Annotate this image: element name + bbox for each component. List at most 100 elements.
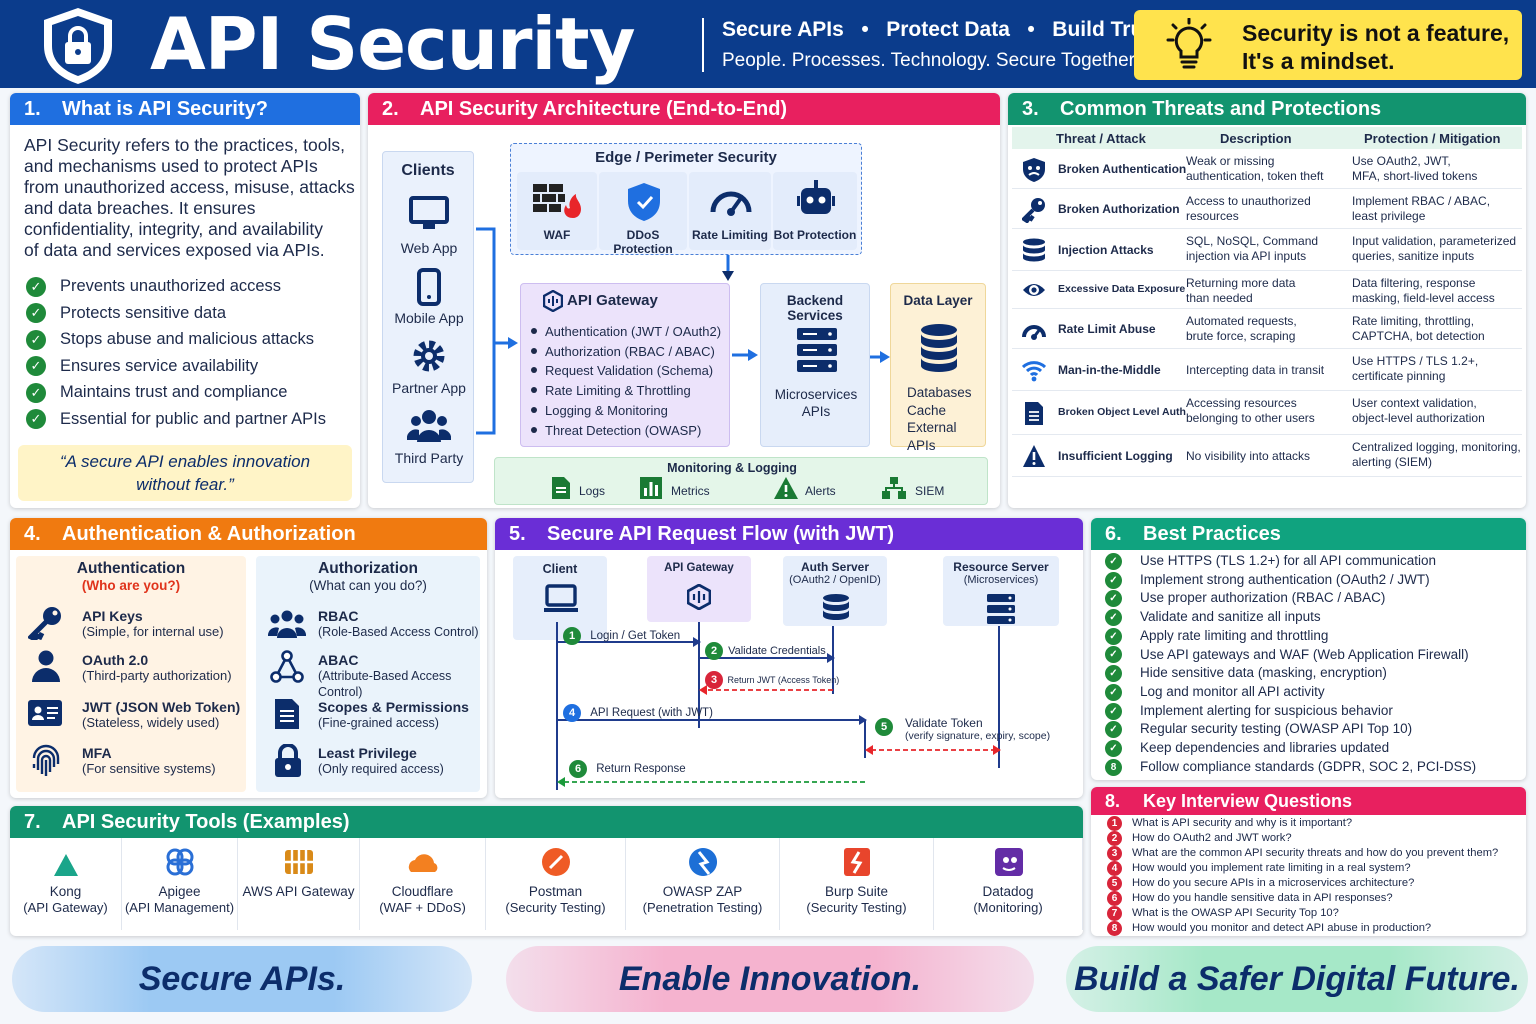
threat-mitigation: Use OAuth2, JWT, (1352, 154, 1451, 168)
threat-name: Man-in-the-Middle (1058, 363, 1161, 377)
list-item: ✓Use proper authorization (RBAC / ABAC) (1105, 589, 1476, 608)
step-label: Validate Token (905, 716, 983, 730)
actor-subtitle: (Microservices) (963, 574, 1039, 586)
check-icon (26, 409, 46, 430)
check-icon: ✓ (1105, 721, 1122, 739)
header-divider (702, 18, 704, 72)
section-threats: 3.Common Threats and Protections Threat … (1008, 93, 1526, 508)
tagline-part: Secure APIs (722, 18, 844, 41)
quote-line: “A secure API enables innovation (59, 452, 311, 471)
method-title: Scopes & Permissions (318, 699, 469, 715)
laptop-icon (544, 584, 578, 612)
threat-mitigation: least privilege (1352, 209, 1426, 223)
tagline-dot: • (1027, 18, 1035, 41)
quote-line: It's a mindset. (1242, 48, 1395, 74)
text-line: of data and services exposed via APIs. (24, 240, 325, 260)
number-badge: 6 (1107, 891, 1122, 906)
monitoring-title: Monitoring & Logging (667, 461, 797, 475)
tool-category: (Penetration Testing) (642, 900, 763, 915)
mindset-quote-box: Security is not a feature, It's a mindse… (1134, 10, 1522, 80)
document-icon (552, 477, 570, 499)
section-number: 6. (1105, 523, 1122, 545)
list-item: ✓Implement alerting for suspicious behav… (1105, 702, 1476, 721)
flow-step: 3 Return JWT (Access Token) (705, 671, 839, 689)
tool-category: (API Management) (124, 900, 235, 915)
section-header: 3.Common Threats and Protections (1008, 93, 1526, 125)
threat-description: Intercepting data in transit (1186, 363, 1325, 377)
gauge-icon (710, 191, 752, 216)
section-title: Common Threats and Protections (1060, 98, 1382, 120)
authorization-methods: RBAC(Role-Based Access Control) ABAC(Att… (318, 608, 487, 777)
number-badge: 7 (1107, 906, 1122, 921)
list-item: Rate Limiting & Throttling (527, 381, 721, 401)
backend-services-box: Backend Services Microservices APIs (760, 283, 870, 447)
edge-label: Rate Limiting (691, 228, 768, 242)
definition-text: API Security refers to the practices, to… (24, 135, 355, 261)
siem-network-icon (882, 477, 906, 499)
list-item-text: Rate Limiting & Throttling (545, 383, 691, 399)
list-item: Maintains trust and compliance (26, 379, 326, 406)
monitoring-label: SIEM (915, 484, 945, 498)
method-desc: (Third-party authorization) (82, 668, 232, 683)
data-layer-labels: Databases Cache External APIs (907, 384, 985, 454)
user-icon (32, 650, 60, 682)
threat-description: Weak or missing (1186, 154, 1275, 168)
threat-description: SQL, NoSQL, Command (1186, 234, 1319, 248)
database-icon (1023, 238, 1045, 262)
check-icon (26, 356, 46, 377)
section-header: 8.Key Interview Questions (1091, 787, 1526, 815)
step-badge: 4 (563, 704, 581, 722)
list-item: Essential for public and partner APIs (26, 406, 326, 433)
list-item: ✓Use API gateways and WAF (Web Applicati… (1105, 646, 1476, 665)
list-item-text: Ensures service availability (60, 356, 259, 375)
question-text: How do you handle sensitive data in API … (1132, 892, 1393, 904)
list-item: ABAC(Attribute-Based Access Control) (318, 652, 487, 699)
method-desc: (Attribute-Based Access Control) (318, 669, 452, 699)
backend-label: Microservices (774, 387, 858, 402)
number-badge: 5 (1107, 876, 1122, 891)
check-icon: ✓ (1105, 590, 1122, 608)
actor-client: Client (513, 556, 607, 640)
header-subtitle: People. Processes. Technology. Secure To… (722, 50, 1140, 71)
sequence-lines (556, 622, 1001, 790)
number-badge: 8 (1107, 921, 1122, 936)
threat-mitigation: Implement RBAC / ABAC, (1352, 194, 1491, 208)
actor-title: Resource Server (953, 560, 1049, 574)
client-label: Web App (400, 240, 458, 256)
list-item: MFA(For sensitive systems) (82, 745, 240, 777)
threat-name: Broken Authentication (1058, 162, 1187, 176)
section-number: 5. (509, 523, 526, 545)
flow-step: 1 Login / Get Token (563, 627, 680, 645)
actor-subtitle: (OAuth2 / OpenID) (789, 574, 881, 586)
step-label: Validate Credentials (728, 645, 826, 657)
id-card-icon (28, 700, 62, 726)
section-number: 8. (1105, 791, 1121, 811)
wifi-icon (1022, 361, 1046, 382)
innovation-quote: “A secure API enables innovation without… (18, 445, 352, 501)
check-icon (26, 276, 46, 297)
number-badge: 4 (1107, 861, 1122, 876)
threat-name: Excessive Data Exposure (1058, 283, 1186, 295)
list-item-text: Regular security testing (OWASP API Top … (1140, 721, 1413, 737)
tool-card: Apigee(API Management) (122, 838, 238, 930)
gateway-icon (543, 290, 563, 312)
step-label: Return JWT (Access Token) (727, 675, 840, 685)
datadog-logo-icon (994, 848, 1023, 876)
tool-category: (Security Testing) (806, 900, 907, 915)
list-item: RBAC(Role-Based Access Control) (318, 608, 487, 652)
section-title: Authentication & Authorization (62, 523, 356, 545)
authorization-subtitle: (What can you do?) (309, 578, 427, 593)
database-icon (823, 594, 849, 620)
section-header: 6.Best Practices (1091, 518, 1526, 550)
monitoring-label: Logs (579, 484, 606, 498)
authentication-subtitle: (Who are you?) (81, 578, 181, 593)
actor-title: API Gateway (664, 562, 734, 574)
